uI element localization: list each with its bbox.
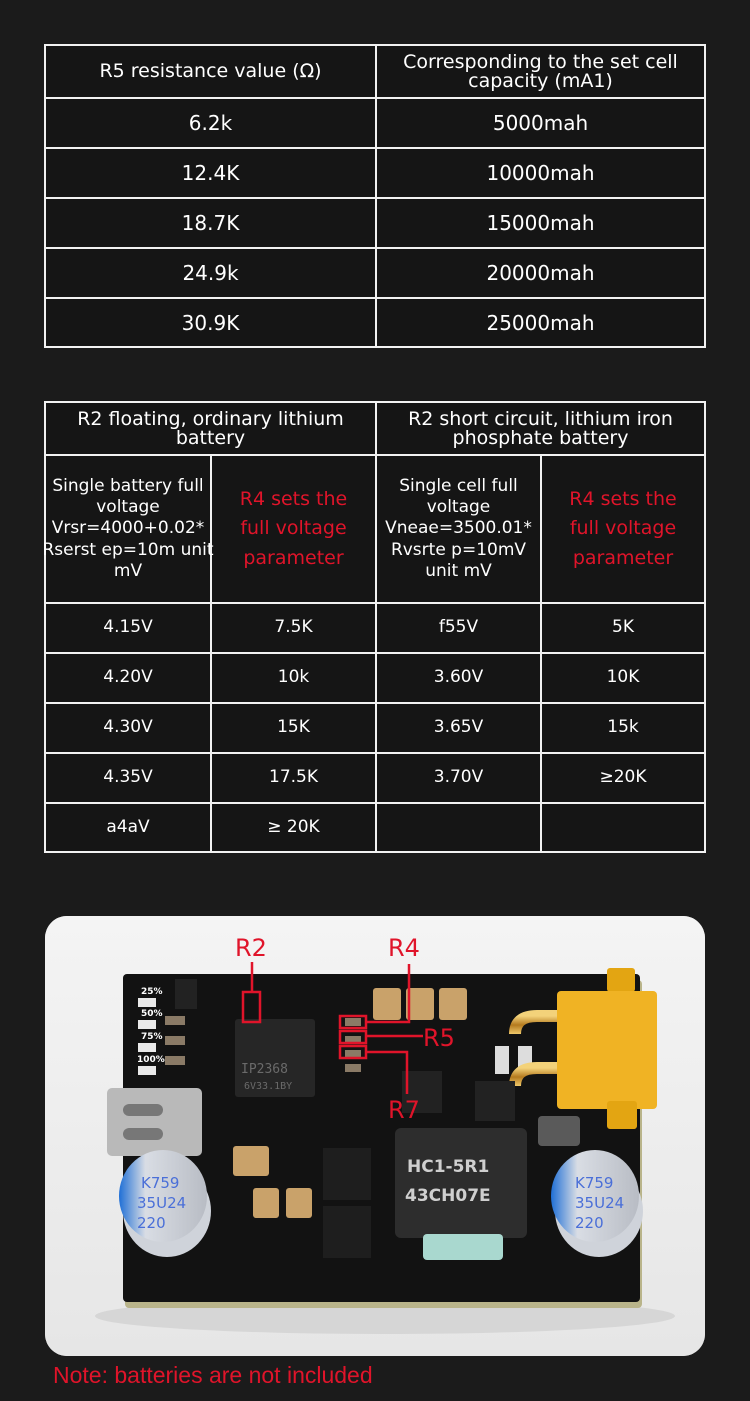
- lithium-voltage-cell: 4.30V: [103, 717, 153, 738]
- subheader-r4-parameter-lfp: R4 sets the full voltage parameter: [569, 487, 677, 569]
- lithium-voltage-cell: a4aV: [106, 817, 150, 838]
- svg-text:35U24: 35U24: [575, 1194, 624, 1212]
- header-r5-resistance: R5 resistance value (Ω): [99, 60, 322, 83]
- lfp-voltage-cell: 3.60V: [433, 667, 484, 688]
- ip2368-chip: [235, 1019, 315, 1097]
- electrolytic-capacitor: K759 35U24 220: [551, 1150, 643, 1257]
- lithium-r4-cell: 15K: [277, 717, 310, 738]
- lfp-voltage-cell: [377, 804, 540, 852]
- led-label: 25%: [141, 987, 163, 997]
- svg-text:K759: K759: [575, 1174, 613, 1192]
- svg-text:220: 220: [137, 1214, 166, 1232]
- lfp-r4-cell: 15k: [607, 717, 639, 738]
- lithium-r4-cell: 7.5K: [274, 617, 313, 638]
- r5-value-cell: 24.9k: [182, 260, 239, 285]
- header-cell-capacity: Corresponding to the set cell capacity (…: [403, 51, 678, 92]
- header-lithium-iron-phosphate: R2 short circuit, lithium iron phosphate…: [408, 408, 673, 449]
- lithium-voltage-cell: 4.35V: [103, 767, 153, 788]
- lfp-r4-cell: 10K: [606, 667, 640, 688]
- capacity-cell: 10000mah: [486, 160, 595, 185]
- r5-label: R5: [423, 1024, 455, 1052]
- usb-c-port: [107, 1088, 202, 1156]
- inductor: [395, 1128, 527, 1238]
- capacity-cell: 5000mah: [492, 110, 589, 135]
- r5-value-cell: 12.4K: [181, 160, 240, 185]
- r4-label: R4: [388, 934, 420, 962]
- lfp-voltage-cell: 3.70V: [433, 767, 484, 788]
- chip-marking: 6V33.1BY: [244, 1081, 292, 1092]
- lithium-r4-cell: 10k: [277, 667, 310, 688]
- lfp-voltage-cell: 3.65V: [433, 717, 484, 738]
- lithium-r4-cell: ≥ 20K: [267, 817, 320, 838]
- svg-text:220: 220: [575, 1214, 604, 1232]
- r5-capacity-table: R5 resistance value (Ω) Corresponding to…: [44, 44, 706, 348]
- r5-value-cell: 6.2k: [188, 110, 233, 135]
- pcb-board-illustration: 25% 50% 75% 100% IP2368 6V33.1BY: [45, 916, 705, 1356]
- svg-text:35U24: 35U24: [137, 1194, 186, 1212]
- electrolytic-capacitor: K759 35U24 220: [119, 1150, 211, 1257]
- capacity-cell: 15000mah: [486, 210, 595, 235]
- product-photo: 25% 50% 75% 100% IP2368 6V33.1BY: [45, 916, 705, 1356]
- led-label: 75%: [141, 1032, 163, 1042]
- inductor-marking: HC1-5R1: [407, 1157, 489, 1177]
- led-label: 100%: [137, 1055, 165, 1065]
- svg-text:K759: K759: [141, 1174, 179, 1192]
- r5-value-cell: 30.9K: [181, 310, 240, 335]
- lithium-voltage-cell: 4.15V: [103, 617, 153, 638]
- r7-label: R7: [388, 1096, 420, 1124]
- capacity-cell: 20000mah: [486, 260, 595, 285]
- lfp-voltage-cell: f55V: [438, 617, 479, 638]
- inductor-marking: 43CH07E: [405, 1186, 491, 1206]
- batteries-not-included-note: Note: batteries are not included: [53, 1362, 373, 1388]
- header-ordinary-lithium: R2 floating, ordinary lithium battery: [77, 408, 344, 449]
- lithium-voltage-cell: 4.20V: [103, 667, 153, 688]
- lfp-r4-cell: ≥20K: [599, 767, 647, 788]
- subheader-single-cell-voltage: Single cell full voltage Vneae=3500.01* …: [385, 475, 532, 581]
- lithium-r4-cell: 17.5K: [269, 767, 318, 788]
- chip-marking: IP2368: [241, 1062, 288, 1077]
- subheader-r4-parameter: R4 sets the full voltage parameter: [239, 487, 348, 569]
- capacity-cell: 25000mah: [486, 310, 595, 335]
- full-voltage-table: R2 floating, ordinary lithium battery R2…: [42, 401, 706, 853]
- r5-value-cell: 18.7K: [181, 210, 240, 235]
- lfp-r4-cell: [542, 804, 704, 852]
- subheader-single-battery-voltage: Single battery full voltage Vrsr=4000+0.…: [42, 475, 214, 581]
- led-label: 50%: [141, 1009, 163, 1019]
- lfp-r4-cell: 5K: [612, 617, 634, 638]
- xt-connector: [557, 991, 657, 1109]
- r2-label: R2: [235, 934, 267, 962]
